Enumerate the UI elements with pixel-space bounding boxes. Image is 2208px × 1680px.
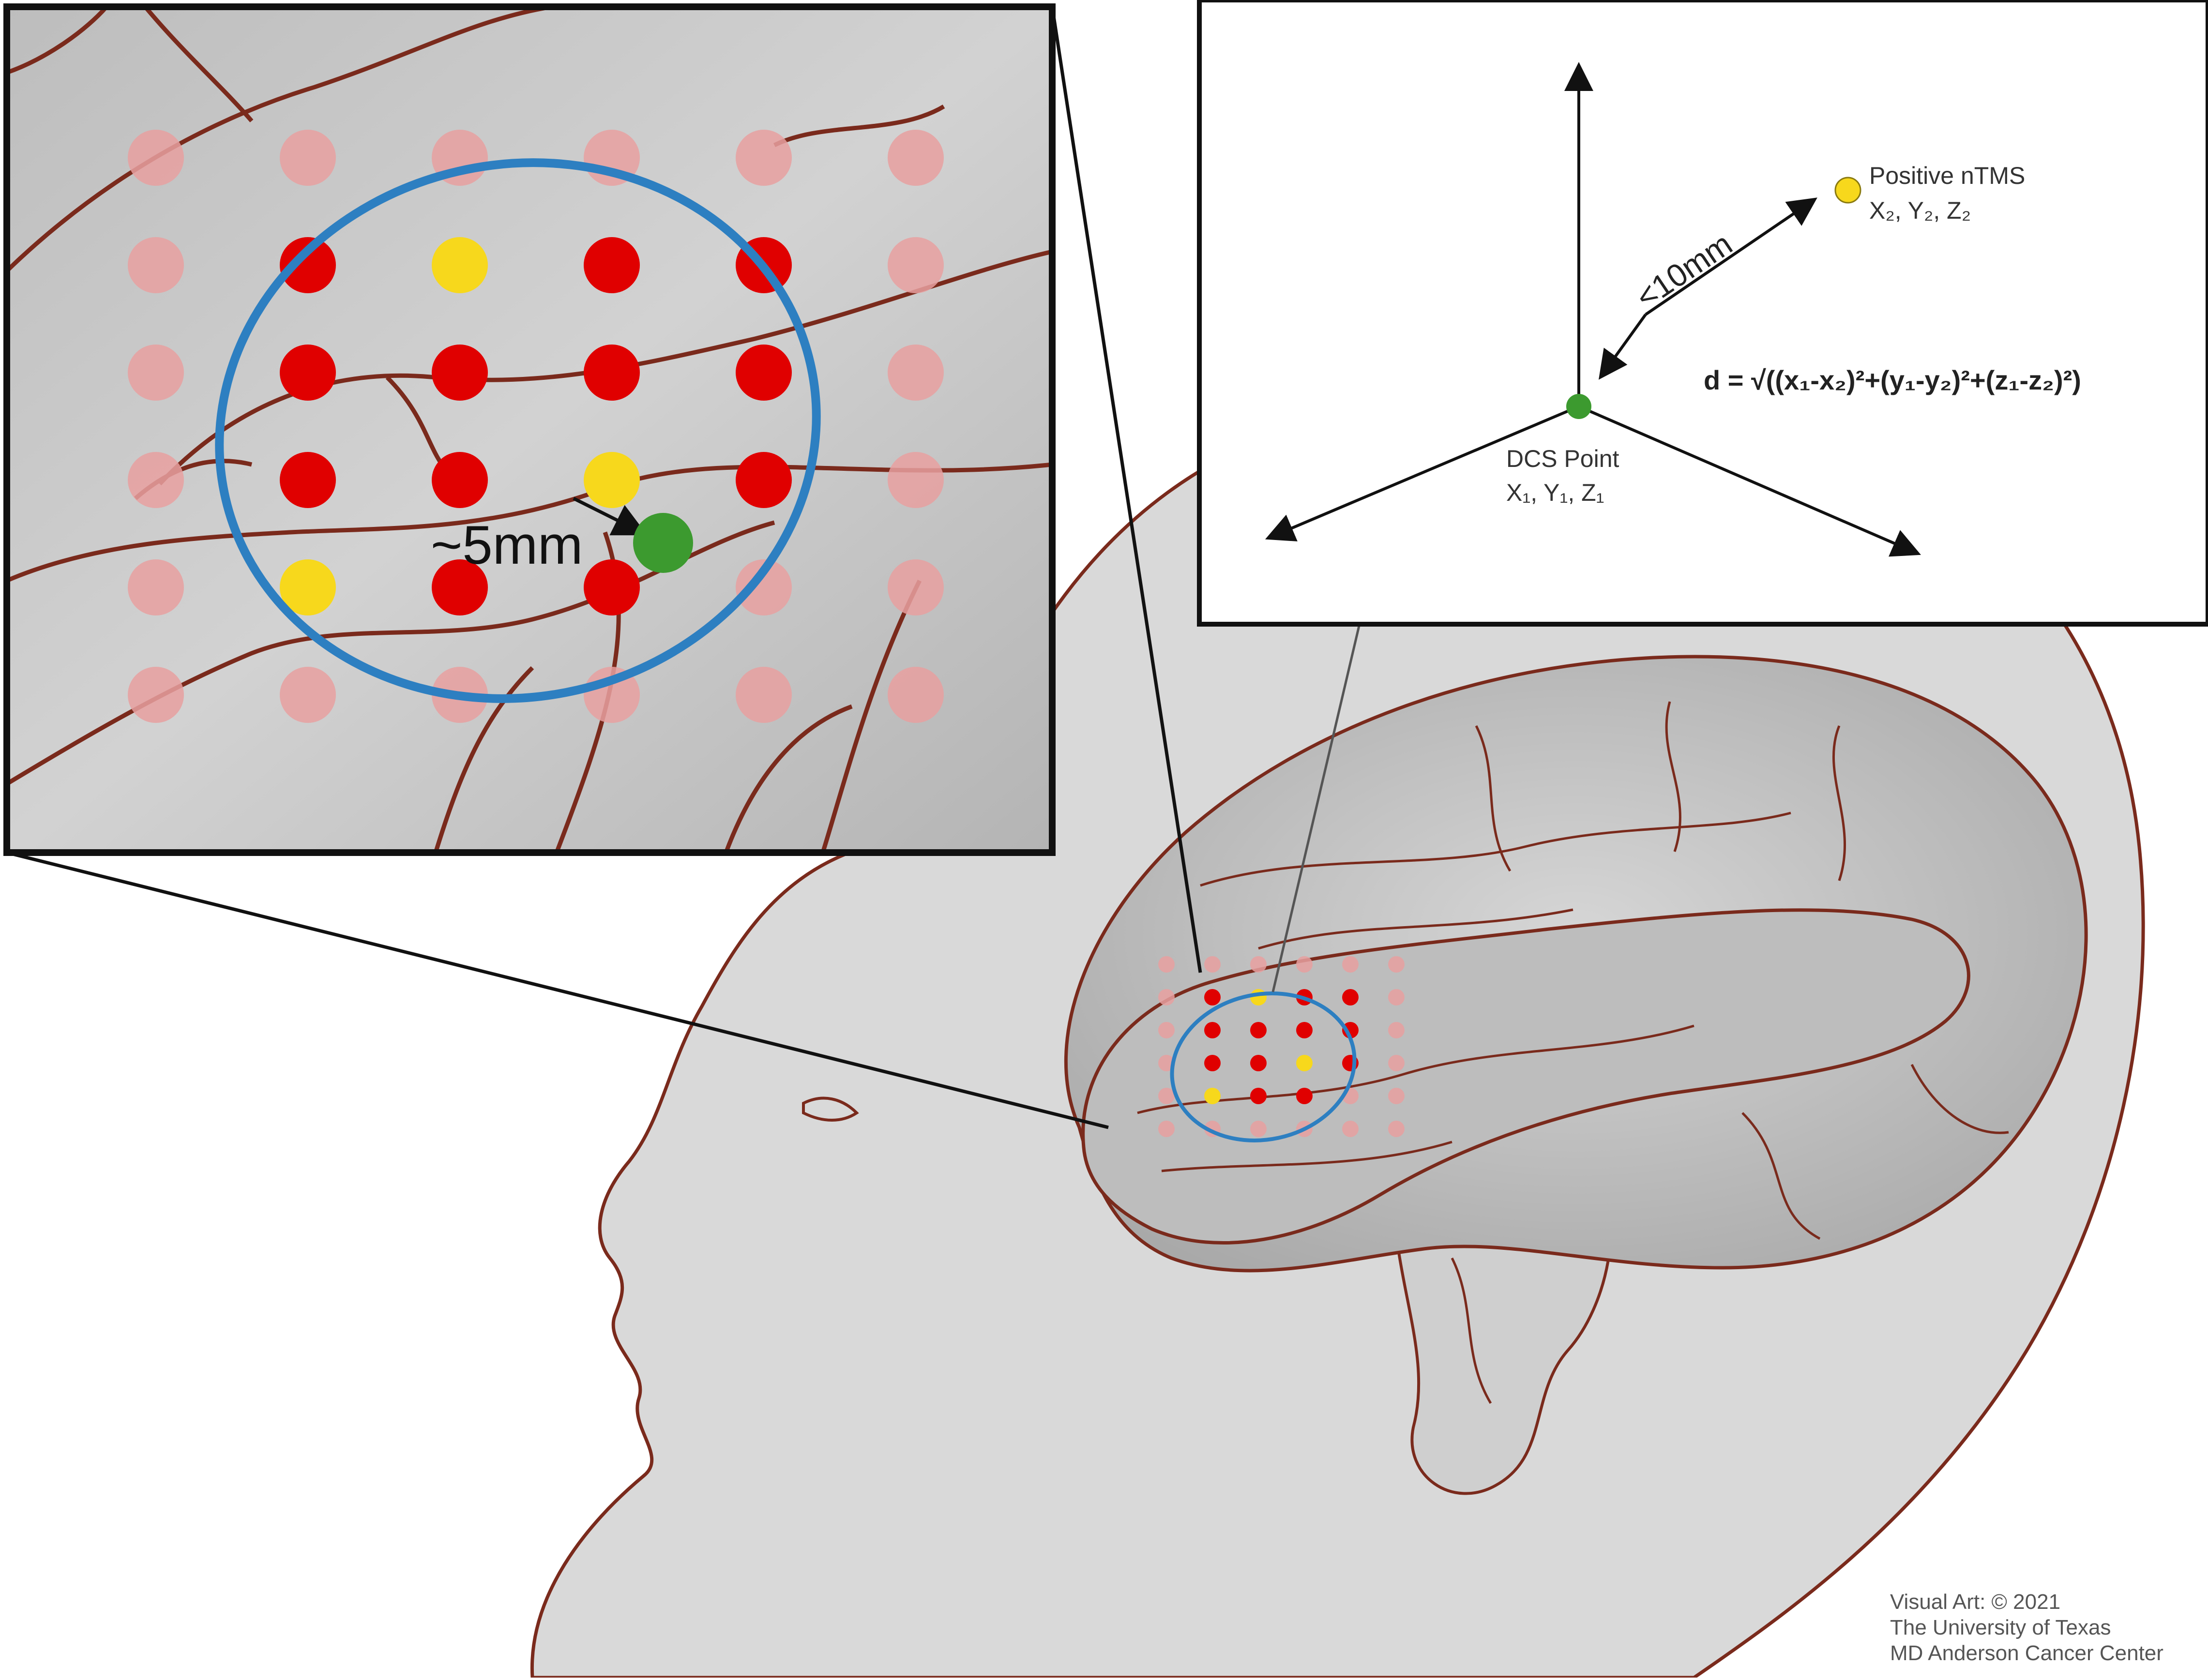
- art-credit: Visual Art: © 2021 The University of Tex…: [1890, 1590, 2163, 1665]
- brain-electrode-faded: [1388, 989, 1405, 1005]
- brain-electrode-faded: [1388, 1121, 1405, 1137]
- brain-electrode-faded: [1296, 956, 1313, 973]
- zoom-electrode-faded: [888, 559, 944, 615]
- zoom-electrode-red: [280, 237, 336, 293]
- axis-right: [1578, 405, 1921, 557]
- zoom-electrode-red: [432, 345, 488, 401]
- dcs-point: [1566, 394, 1591, 419]
- zoom-electrode-red: [432, 452, 488, 508]
- eye-outline: [802, 1096, 859, 1122]
- brain-electrode-faded: [1158, 1088, 1175, 1104]
- brain-electrode-red: [1250, 1055, 1267, 1071]
- brain-electrode-grid: [1158, 956, 1405, 1137]
- distance-arrow-to-dcs: [1598, 314, 1647, 380]
- zoom-electrode-faded: [888, 452, 944, 508]
- zoom-electrode-faded: [888, 130, 944, 186]
- brain-electrode-faded: [1342, 1121, 1359, 1137]
- zoom-electrode-faded: [128, 130, 184, 186]
- zoom-electrode-red: [736, 345, 792, 401]
- zoom-target-ellipse: [215, 158, 821, 703]
- zoom-connector-lines: [6, 6, 1371, 1129]
- brain-electrode-red: [1250, 1088, 1267, 1104]
- zoom-electrode-faded: [280, 667, 336, 723]
- dcs-point-label: DCS Point: [1506, 445, 1619, 472]
- brain-electrode-red: [1342, 1022, 1359, 1038]
- brain-electrode-yellow: [1250, 989, 1267, 1005]
- axis-left: [1265, 405, 1580, 541]
- distance-arrow-to-positive: [1645, 197, 1817, 316]
- zoom-electrode-red: [584, 559, 640, 615]
- credit-line-2: The University of Texas: [1890, 1616, 2111, 1639]
- brain-electrode-faded: [1250, 1121, 1267, 1137]
- brain-electrode-faded: [1158, 1121, 1175, 1137]
- zoom-electrode-red: [280, 452, 336, 508]
- brain-electrode-red: [1296, 1088, 1313, 1104]
- brain-electrode-faded: [1388, 1088, 1405, 1104]
- brain-target-ellipse: [1170, 991, 1357, 1142]
- zoom-electrode-faded: [128, 667, 184, 723]
- zoom-inset: ~5mm: [3, 3, 1056, 856]
- brain-electrode-faded: [1388, 956, 1405, 973]
- brain-electrode-faded: [1388, 1022, 1405, 1038]
- zoom-electrode-faded: [128, 559, 184, 615]
- credit-line-3: MD Anderson Cancer Center: [1890, 1641, 2163, 1665]
- zoom-electrode-yellow: [584, 452, 640, 508]
- brain-electrode-red: [1296, 1022, 1313, 1038]
- brain-electrode-faded: [1250, 956, 1267, 973]
- zoom-electrode-yellow: [432, 237, 488, 293]
- axes-inset-background: [1199, 0, 2208, 624]
- zoom-electrode-faded: [280, 130, 336, 186]
- brain-electrode-faded: [1388, 1055, 1405, 1071]
- zoom-electrode-faded: [736, 130, 792, 186]
- zoom-electrode-faded: [888, 667, 944, 723]
- zoom-electrode-red: [584, 237, 640, 293]
- zoom-inset-frame: [3, 3, 1056, 856]
- brain-electrode-faded: [1158, 956, 1175, 973]
- zoom-electrode-faded: [888, 345, 944, 401]
- zoom-electrode-faded: [128, 345, 184, 401]
- distance-formula: d = √((x₁-x₂)²+(y₁-y₂)²+(z₁-z₂)²): [1704, 365, 2081, 395]
- zoom-electrode-faded: [736, 559, 792, 615]
- brain-electrode-red: [1204, 989, 1221, 1005]
- axes-inset-frame: [1197, 0, 2208, 627]
- dcs-point-coords: X₁, Y₁, Z₁: [1506, 479, 1604, 506]
- brain-electrode-faded: [1158, 989, 1175, 1005]
- zoom-distance-arrow: [573, 496, 648, 536]
- zoom-electrode-red: [280, 345, 336, 401]
- brain-electrode-red: [1250, 1022, 1267, 1038]
- axes-inset: Positive nTMS X₂, Y₂, Z₂ <10mm d = √((x₁…: [1197, 0, 2208, 627]
- zoom-electrode-red: [432, 559, 488, 615]
- brain-electrode-faded: [1158, 1022, 1175, 1038]
- zoom-electrode-faded: [128, 452, 184, 508]
- positive-point-label: Positive nTMS: [1869, 162, 2025, 189]
- brain-electrode-red: [1342, 989, 1359, 1005]
- zoom-electrode-red: [584, 345, 640, 401]
- brain-electrode-red: [1204, 1055, 1221, 1071]
- brain-electrode-faded: [1342, 956, 1359, 973]
- brain-electrode-yellow: [1204, 1088, 1221, 1104]
- zoom-electrode-faded: [888, 237, 944, 293]
- zoom-electrode-red: [736, 452, 792, 508]
- zoom-dcs-point: [633, 513, 693, 573]
- zoom-electrode-faded: [128, 237, 184, 293]
- zoom-electrode-yellow: [280, 559, 336, 615]
- brain-sulci: [1137, 701, 2009, 1404]
- positive-ntms-point: [1834, 177, 1861, 204]
- brain-electrode-faded: [1204, 956, 1221, 973]
- brain-electrode-red: [1204, 1022, 1221, 1038]
- coordinate-axes: [1265, 62, 1921, 557]
- zoom-electrode-faded: [736, 667, 792, 723]
- zoom-distance-label: ~5mm: [431, 515, 583, 575]
- credit-line-1: Visual Art: © 2021: [1890, 1590, 2060, 1614]
- brain-electrode-yellow: [1296, 1055, 1313, 1071]
- positive-point-coords: X₂, Y₂, Z₂: [1869, 197, 1971, 224]
